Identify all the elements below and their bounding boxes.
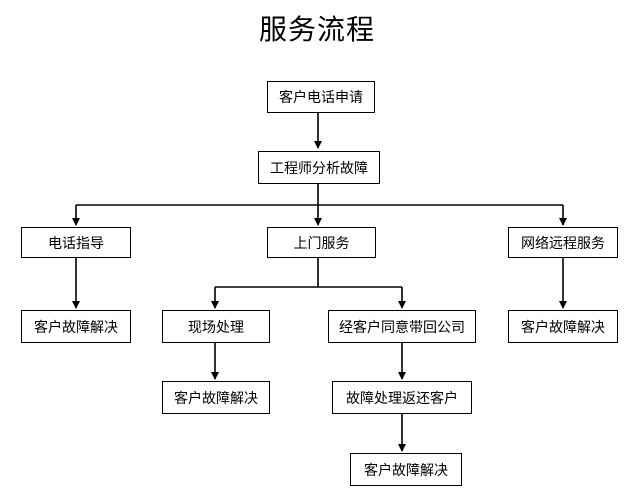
node-resolved-remote: 客户故障解决 — [508, 310, 618, 343]
node-repair-and-return: 故障处理返还客户 — [332, 381, 472, 414]
node-customer-phone-request: 客户电话申请 — [267, 81, 375, 113]
node-remote-network-service: 网络远程服务 — [508, 227, 618, 258]
node-resolved-return: 客户故障解决 — [350, 453, 462, 486]
node-phone-guidance: 电话指导 — [21, 227, 131, 258]
node-engineer-analyze-fault: 工程师分析故障 — [258, 151, 380, 184]
node-resolved-phone: 客户故障解决 — [21, 310, 131, 343]
page-title: 服务流程 — [258, 13, 375, 46]
node-onsite-service: 上门服务 — [267, 227, 376, 258]
node-onsite-handling: 现场处理 — [162, 310, 270, 343]
node-take-back-to-company: 经客户同意带回公司 — [328, 310, 476, 343]
node-resolved-onsite: 客户故障解决 — [162, 381, 270, 414]
